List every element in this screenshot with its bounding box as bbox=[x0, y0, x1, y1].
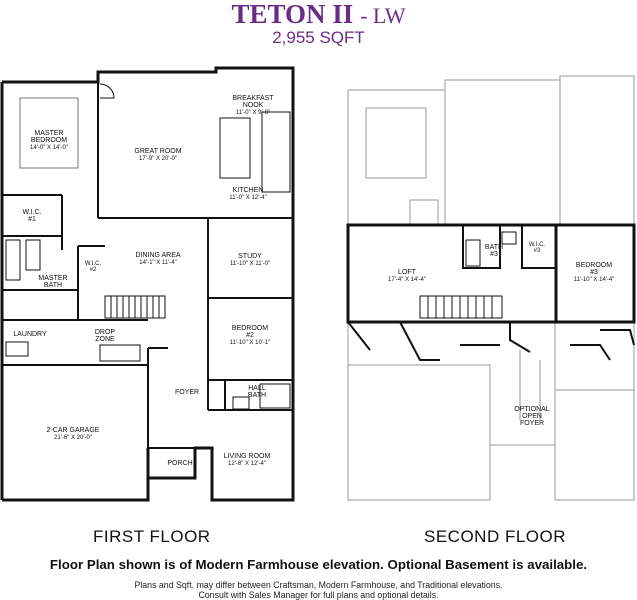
plan-elevation-suffix: - LW bbox=[360, 3, 406, 28]
study-label: STUDY bbox=[238, 253, 262, 260]
kitchen-dims: 11'-0" X 12'-4" bbox=[229, 195, 266, 201]
master-bedroom-dims: 14'-0" X 14'-0" bbox=[30, 145, 68, 151]
disclaimer: Plans and Sqft. may differ between Craft… bbox=[0, 580, 637, 600]
bedroom-2-label-line2: #2 bbox=[246, 332, 254, 339]
first-floor-room-labels: MASTER BEDROOM 14'-0" X 14'-0" GREAT ROO… bbox=[13, 95, 274, 467]
first-floor-plan bbox=[0, 66, 295, 502]
dining-area-label: DINING AREA bbox=[135, 252, 180, 259]
hall-bath-label: HALL bbox=[248, 385, 266, 392]
loft-label: LOFT bbox=[398, 269, 417, 276]
drop-zone-label-line2: ZONE bbox=[95, 336, 115, 343]
elevation-note: Floor Plan shown is of Modern Farmhouse … bbox=[49, 557, 588, 572]
second-floor-label: SECOND FLOOR bbox=[424, 527, 567, 546]
first-floor-stairs bbox=[104, 295, 166, 319]
wic-3-label-line2: #3 bbox=[534, 248, 541, 254]
great-room-dims: 17'-9" X 20'-0" bbox=[139, 156, 177, 162]
great-room-label: GREAT ROOM bbox=[134, 148, 181, 155]
garage-dims: 21'-6" X 20'-0" bbox=[54, 435, 92, 441]
wic-1-label: W.I.C. bbox=[22, 209, 41, 216]
breakfast-nook-dims: 11'-0" X 9'-8" bbox=[236, 110, 270, 116]
kitchen-label: KITCHEN bbox=[233, 187, 264, 194]
wic-1-label-line2: #1 bbox=[28, 216, 36, 223]
plan-title: TETON II - LW bbox=[0, 0, 637, 30]
wic-2-label-line2: #2 bbox=[90, 267, 97, 273]
breakfast-nook-label-line2: NOOK bbox=[243, 102, 264, 109]
master-bath-label: MASTER bbox=[38, 275, 67, 282]
square-footage: 2,955 SQFT bbox=[272, 28, 365, 47]
living-room-dims: 12'-8" X 12'-4" bbox=[228, 461, 266, 467]
hall-bath-label-line2: BATH bbox=[248, 392, 266, 399]
optional-open-foyer-label-line2: OPEN bbox=[522, 413, 542, 420]
drop-zone-label: DROP bbox=[95, 329, 116, 336]
bath-3-label-line2: #3 bbox=[490, 251, 498, 258]
garage-label: 2-CAR GARAGE bbox=[47, 427, 100, 434]
bedroom-3-dims: 11'-10" X 14'-4" bbox=[574, 277, 615, 283]
master-bath-label-line2: BATH bbox=[44, 282, 62, 289]
living-room-label: LIVING ROOM bbox=[224, 453, 271, 460]
second-floor-interior-walls bbox=[347, 321, 635, 361]
bedroom-2-dims: 11'-10" X 10'-1" bbox=[230, 340, 271, 346]
laundry-label: LAUNDRY bbox=[13, 331, 47, 338]
second-floor-room-labels: LOFT 17'-4" X 14'-4" BATH #3 W.I.C. #3 B… bbox=[388, 242, 614, 427]
study-dims: 11'-10" X 11'-0" bbox=[230, 261, 270, 267]
optional-open-foyer-label: OPTIONAL bbox=[514, 406, 550, 413]
breakfast-nook-label: BREAKFAST bbox=[232, 95, 274, 102]
master-bedroom-label: MASTER bbox=[34, 130, 63, 137]
master-bedroom-label-line2: BEDROOM bbox=[31, 137, 67, 144]
wic-3-label: W.I.C. bbox=[529, 242, 546, 248]
loft-dims: 17'-4" X 14'-4" bbox=[388, 277, 426, 283]
second-floor-living-area bbox=[346, 223, 636, 324]
plan-name: TETON II bbox=[231, 0, 354, 29]
bedroom-3-label-line2: #3 bbox=[590, 269, 598, 276]
disclaimer-line-1: Plans and Sqft. may differ between Craft… bbox=[134, 580, 503, 590]
optional-open-foyer-label-line3: FOYER bbox=[520, 420, 544, 427]
first-floor-interior-walls bbox=[2, 82, 293, 448]
porch-label: PORCH bbox=[167, 460, 192, 467]
bedroom-2-label: BEDROOM bbox=[232, 325, 268, 332]
foyer-label: FOYER bbox=[175, 389, 199, 396]
disclaimer-line-2: Consult with Sales Manager for full plan… bbox=[198, 590, 439, 600]
wic-2-label: W.I.C. bbox=[85, 261, 102, 267]
second-floor-plan bbox=[346, 75, 636, 501]
first-floor-label: FIRST FLOOR bbox=[93, 527, 211, 546]
open-to-below-outline bbox=[347, 75, 635, 501]
bath-3-label: BATH bbox=[485, 244, 503, 251]
first-floor-fixtures bbox=[5, 83, 291, 479]
dining-area-dims: 14'-1" X 11'-4" bbox=[139, 260, 176, 266]
bedroom-3-label: BEDROOM bbox=[576, 262, 612, 269]
